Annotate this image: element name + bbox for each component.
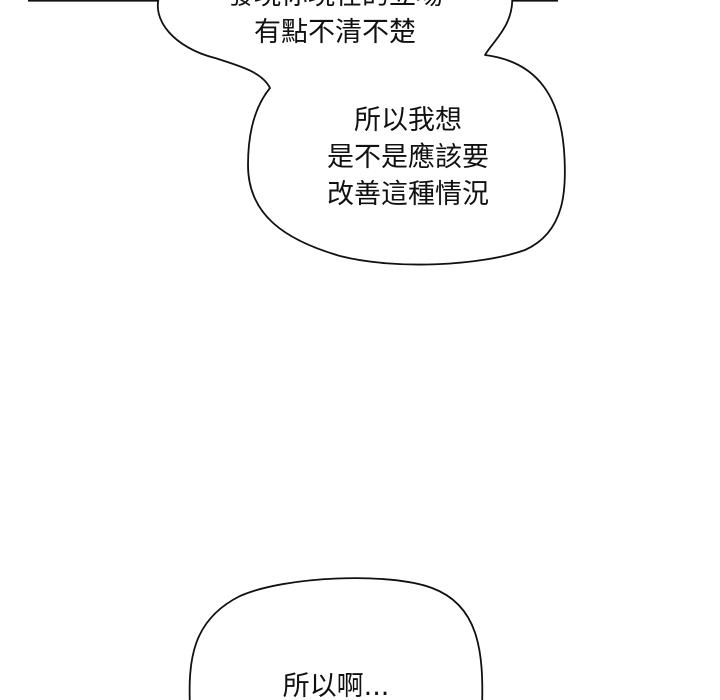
dialogue-line: 發現你現在的立場: [200, 0, 470, 14]
dialogue-line: 有點不清不楚: [254, 17, 416, 48]
speech-bubble-lower-text: 所以啊...: [200, 668, 472, 700]
dialogue-line: 改善這種情況: [327, 179, 489, 210]
speech-bubble-lower-outline: [188, 577, 484, 700]
speech-bubble-upper-left-text: 發現你現在的立場 有點不清不楚: [200, 0, 470, 51]
dialogue-line: 是不是應該要: [327, 142, 489, 173]
dialogue-line: 所以啊...: [282, 671, 390, 700]
speech-bubble-upper-right-text: 所以我想 是不是應該要 改善這種情況: [290, 102, 526, 213]
dialogue-line: 所以我想: [354, 105, 462, 136]
speech-bubble-upper-outline: [156, 0, 566, 266]
